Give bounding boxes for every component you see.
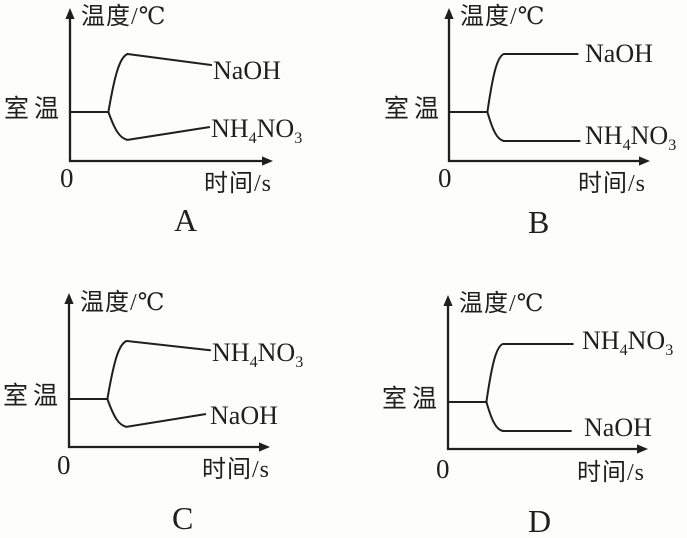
room-temp-label: 室温 <box>4 96 65 123</box>
lower-curve-label: NH4NO3 <box>211 114 303 148</box>
lower-curve-label: NaOH <box>210 401 278 430</box>
x-axis-label: 时间/s <box>577 460 646 486</box>
lower-curve-label: NH4NO3 <box>585 121 677 155</box>
room-temp-label: 室温 <box>384 96 445 123</box>
x-axis-label: 时间/s <box>578 171 647 197</box>
room-temp-label: 室温 <box>3 383 64 410</box>
room-temp-label: 室温 <box>382 386 443 413</box>
y-axis-label: 温度/℃ <box>459 291 545 317</box>
x-axis-label: 时间/s <box>202 457 271 483</box>
lower-curve-label: NaOH <box>584 413 652 442</box>
origin-tick-label: 0 <box>57 450 71 480</box>
option-letter: C <box>172 500 194 536</box>
option-letter: A <box>174 202 198 238</box>
y-axis-label: 温度/℃ <box>80 290 166 316</box>
origin-tick-label: 0 <box>438 163 452 193</box>
upper-curve-label: NaOH <box>585 39 653 68</box>
origin-tick-label: 0 <box>436 454 450 484</box>
origin-tick-label: 0 <box>60 163 74 193</box>
y-axis-label: 温度/℃ <box>81 4 167 30</box>
y-axis-label: 温度/℃ <box>460 4 546 30</box>
option-letter: D <box>528 503 552 538</box>
x-axis-label: 时间/s <box>204 171 273 197</box>
option-letter: B <box>528 204 550 240</box>
upper-curve-label: NH4NO3 <box>582 326 674 360</box>
upper-curve-label: NaOH <box>213 56 281 85</box>
upper-curve-label: NH4NO3 <box>212 338 304 372</box>
